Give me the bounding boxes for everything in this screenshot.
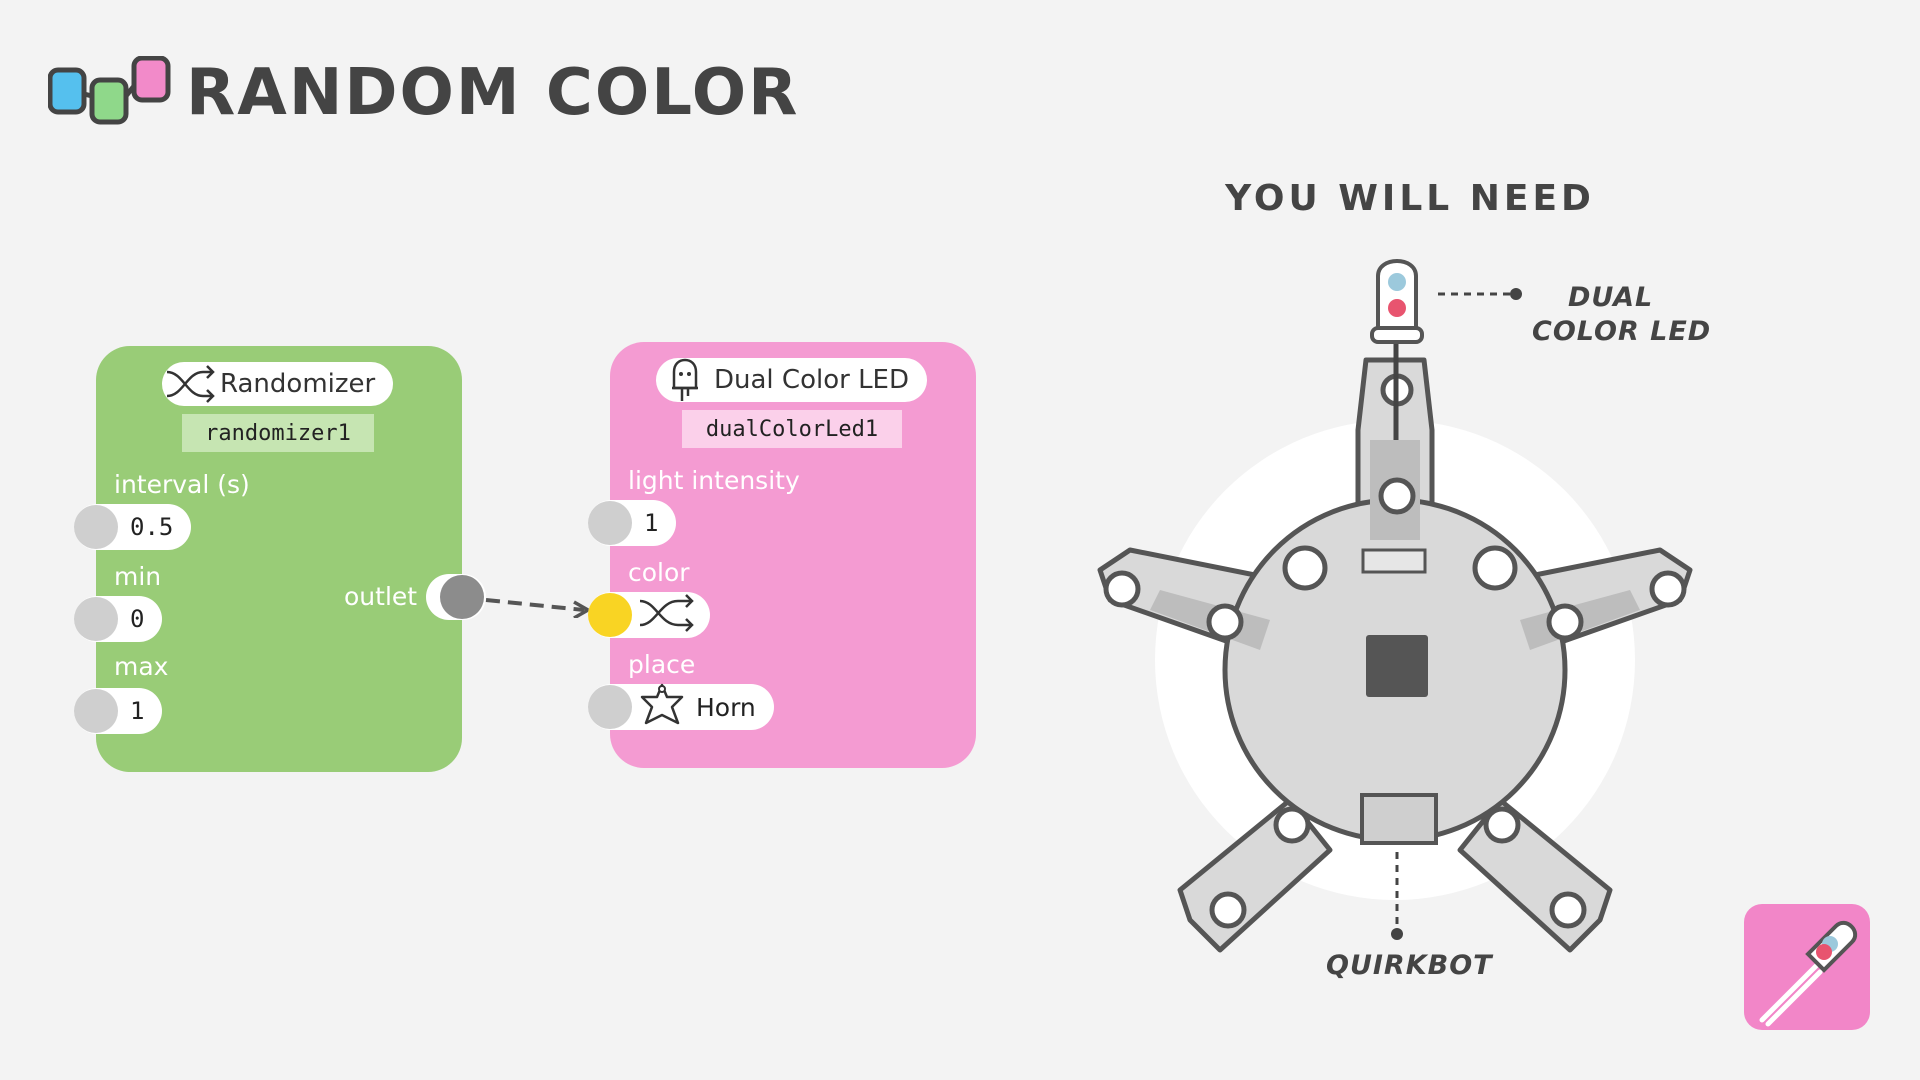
led-callout-line1: DUAL bbox=[1568, 282, 1654, 313]
max-value[interactable]: 1 bbox=[130, 697, 145, 725]
page-title: RANDOM COLOR bbox=[186, 56, 800, 130]
light-intensity-inlet[interactable] bbox=[588, 501, 632, 545]
shuffle-icon bbox=[632, 593, 698, 637]
place-value[interactable]: Horn bbox=[696, 692, 756, 722]
place-label: place bbox=[628, 650, 696, 679]
interval-inlet[interactable] bbox=[74, 505, 118, 549]
randomizer-instance-id[interactable]: randomizer1 bbox=[182, 414, 374, 452]
light-intensity-value[interactable]: 1 bbox=[644, 509, 659, 537]
you-will-need-title: YOU WILL NEED bbox=[1225, 178, 1595, 219]
connection-wire[interactable] bbox=[480, 588, 600, 618]
led-instance-id[interactable]: dualColorLed1 bbox=[682, 410, 902, 448]
led-badge bbox=[1744, 904, 1870, 1030]
max-label: max bbox=[114, 652, 169, 681]
color-label: color bbox=[628, 558, 690, 587]
quirkbot-icon bbox=[632, 683, 690, 731]
outlet-knob[interactable] bbox=[440, 575, 484, 619]
max-input[interactable]: 1 bbox=[74, 688, 163, 734]
randomizer-type-pill[interactable]: Randomizer bbox=[162, 362, 394, 406]
light-intensity-input[interactable]: 1 bbox=[588, 500, 677, 546]
max-inlet[interactable] bbox=[74, 689, 118, 733]
outlet-label: outlet bbox=[344, 582, 418, 611]
outlet-port[interactable] bbox=[426, 574, 486, 620]
randomizer-type-label: Randomizer bbox=[220, 369, 376, 399]
led-icon bbox=[656, 358, 714, 402]
led-badge-icon bbox=[1759, 920, 1858, 1027]
led-type-pill[interactable]: Dual Color LED bbox=[656, 358, 927, 402]
place-input[interactable]: Horn bbox=[588, 683, 774, 731]
place-inlet[interactable] bbox=[588, 685, 632, 729]
min-label: min bbox=[114, 562, 162, 591]
shuffle-icon bbox=[162, 362, 220, 406]
color-input[interactable] bbox=[588, 592, 710, 638]
interval-label: interval (s) bbox=[114, 470, 250, 499]
led-type-label: Dual Color LED bbox=[714, 365, 909, 395]
interval-value[interactable]: 0.5 bbox=[130, 513, 174, 541]
min-value[interactable]: 0 bbox=[130, 605, 145, 633]
min-input[interactable]: 0 bbox=[74, 596, 163, 642]
quirkbot-board-illustration bbox=[1097, 259, 1693, 953]
light-intensity-label: light intensity bbox=[628, 466, 800, 495]
min-inlet[interactable] bbox=[74, 597, 118, 641]
color-inlet-connected[interactable] bbox=[588, 593, 632, 637]
three-blocks-icon bbox=[48, 56, 171, 125]
interval-input[interactable]: 0.5 bbox=[74, 504, 192, 550]
led-callout-line2: COLOR LED bbox=[1532, 316, 1712, 347]
quirkbot-label: QUIRKBOT bbox=[1326, 950, 1493, 981]
